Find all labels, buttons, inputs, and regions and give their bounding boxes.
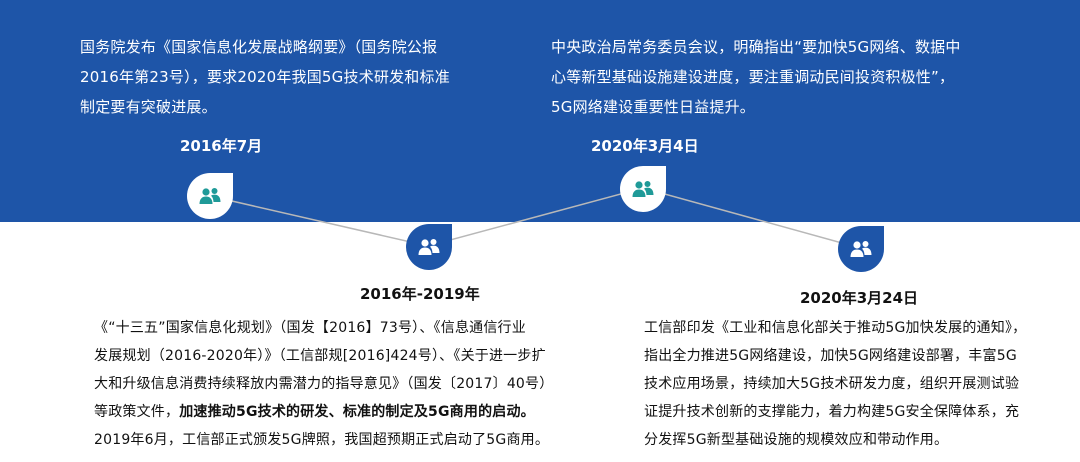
milestone-1-line-2: 2016年第23号），要求2020年我国5G技术研发和标准 <box>80 68 450 86</box>
milestone-4-line-1: 工信部印发《工业和信息化部关于推动5G加快发展的通知》， <box>644 320 1027 336</box>
milestone-3-line-2: 心等新型基础设施建设进度，要注重调动民间投资积极性”， <box>551 68 955 86</box>
people-icon <box>199 188 221 204</box>
milestone-3-date: 2020年3月4日 <box>591 137 699 155</box>
people-icon <box>418 239 440 255</box>
milestone-1-date: 2016年7月 <box>180 137 263 155</box>
top-blue-band <box>0 0 1080 222</box>
milestone-4-line-2: 指出全力推进5G网络建设，加快5G网络建设部署，丰富5G <box>644 348 1017 364</box>
milestone-3-marker <box>620 166 666 212</box>
milestone-1-line-3: 制定要有突破进展。 <box>80 98 217 116</box>
milestone-2-line-4: 等政策文件，加速推动5G技术的研发、标准的制定及5G商用的启动。 <box>94 398 614 426</box>
milestone-3-description: 中央政治局常务委员会议，明确指出“要加快5G网络、数据中 心等新型基础设施建设进… <box>551 32 1051 122</box>
milestone-2-description: 《“十三五”国家信息化规划》（国发【2016】73号）、《信息通信行业 发展规划… <box>94 314 614 454</box>
milestone-2-line-4-plain: 等政策文件， <box>94 404 180 420</box>
milestone-2-line-4-bold: 加速推动5G技术的研发、标准的制定及5G商用的启动。 <box>179 404 535 420</box>
people-icon <box>632 181 654 197</box>
milestone-4-line-5: 分发挥5G新型基础设施的规模效应和带动作用。 <box>644 432 949 448</box>
milestone-2-line-2: 发展规划（2016-2020年）》（工信部规[2016]424号）、《关于进一步… <box>94 348 546 364</box>
milestone-4-line-4: 证提升技术创新的支撑能力，着力构建5G安全保障体系，充 <box>644 404 1020 420</box>
people-icon <box>850 241 872 257</box>
milestone-4-date: 2020年3月24日 <box>800 289 919 307</box>
milestone-1-marker <box>187 173 233 219</box>
milestone-4-description: 工信部印发《工业和信息化部关于推动5G加快发展的通知》， 指出全力推进5G网络建… <box>644 314 1074 454</box>
milestone-3-line-1: 中央政治局常务委员会议，明确指出“要加快5G网络、数据中 <box>551 38 961 56</box>
milestone-1-description: 国务院发布《国家信息化发展战略纲要》（国务院公报 2016年第23号），要求20… <box>80 32 530 122</box>
milestone-2-date: 2016年-2019年 <box>360 285 480 303</box>
milestone-4-marker <box>838 226 884 272</box>
milestone-2-line-1: 《“十三五”国家信息化规划》（国发【2016】73号）、《信息通信行业 <box>94 320 526 336</box>
timeline-line <box>209 187 861 249</box>
milestone-2-line-5: 2019年6月，工信部正式颁发5G牌照，我国超预期正式启动了5G商用。 <box>94 432 550 448</box>
milestone-4-line-3: 技术应用场景，持续加大5G技术研发力度，组织开展测试验 <box>644 376 1020 392</box>
milestone-1-line-1: 国务院发布《国家信息化发展战略纲要》（国务院公报 <box>80 38 438 56</box>
milestone-3-line-3: 5G网络建设重要性日益提升。 <box>551 98 755 116</box>
milestone-2-line-3: 大和升级信息消费持续释放内需潜力的指导意见》（国发〔2017〕40号） <box>94 376 554 392</box>
milestone-2-marker <box>406 224 452 270</box>
